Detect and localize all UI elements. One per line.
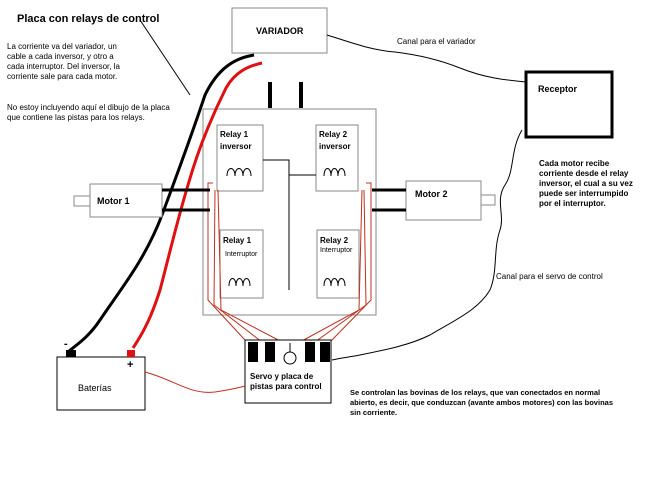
svg-text:sin corriente.: sin corriente. [350,408,397,417]
svg-text:inversor, el cual a su vez: inversor, el cual a su vez [539,179,633,188]
svg-text:Se controlan las bovinas de lo: Se controlan las bovinas de los relays, … [350,388,600,397]
servo-channel-wire [331,129,523,361]
svg-text:puede ser interrumpido: puede ser interrumpido [539,189,628,198]
relay1-inversor-label: Relay 1 inversor [220,130,252,151]
internal-red-wiring [207,182,372,343]
svg-text:Relay 2: Relay 2 [320,236,349,245]
relay1-interruptor-label: Relay 1 Interruptor [223,236,258,258]
relay2-inversor [315,124,359,192]
battery-red-wire [131,61,263,349]
svg-text:Relay 2: Relay 2 [319,130,348,139]
servo-power-wire [144,371,246,393]
note-board: No estoy incluyendo aquí el dibujo de la… [7,103,170,122]
variador-label: VARIADOR [256,26,304,36]
internal-black-wiring [263,159,316,290]
note-motors: Cada motor recibe corriente desde el rel… [539,159,633,208]
servo-board [244,339,332,404]
svg-text:No estoy incluyendo aquí el di: No estoy incluyendo aquí el dibujo de la… [7,103,170,112]
relay2-interruptor-label: Relay 2 Interruptor [320,236,353,254]
svg-text:abierto, es decir, que conduzc: abierto, es decir, que conduzcan (avante… [350,398,613,407]
svg-text:que contiene las pistas para l: que contiene las pistas para los relays. [7,113,145,122]
svg-text:La corriente va del variador,: La corriente va del variador, un [7,42,117,51]
servo-terminal [248,342,258,362]
svg-text:Servo y placa de: Servo y placa de [250,372,314,381]
svg-text:por el interruptor.: por el interruptor. [539,199,606,208]
svg-text:corriente sale para cada motor: corriente sale para cada motor. [7,72,117,81]
relay1-interruptor [219,229,264,299]
relay2-inversor-label: Relay 2 inversor [319,130,351,151]
variador-channel-label: Canal para el variador [397,37,476,46]
svg-text:cada interruptor. Del inversor: cada interruptor. Del inversor, la [7,62,120,71]
battery-plus-label: + [127,359,133,371]
coil-icon [226,168,346,287]
svg-text:Relay 1: Relay 1 [223,236,252,245]
motor2-label: Motor 2 [415,189,448,199]
svg-text:Relay 1: Relay 1 [220,130,249,139]
svg-text:cable a cada inversor, y otro: cable a cada inversor, y otro a [7,52,114,61]
relay-board [202,108,377,316]
relay1-inversor [216,124,264,192]
svg-text:pistas para control: pistas para control [250,382,322,391]
servo-channel-label: Canal para el servo de control [496,272,603,281]
svg-text:Interruptor: Interruptor [320,247,353,254]
servo-terminal [265,342,275,362]
battery-negative-terminal [66,350,76,357]
diagram-title: Placa con relays de control [17,13,159,25]
receptor-label: Receptor [538,84,578,94]
motor1-shaft [73,195,91,207]
note-coils: Se controlan las bovinas de los relays, … [350,388,613,417]
variador-box [231,7,328,54]
relay2-interruptor [316,229,360,299]
servo-label: Servo y placa de pistas para control [250,372,322,391]
svg-text:inversor: inversor [220,142,252,151]
svg-text:Cada motor recibe: Cada motor recibe [539,159,610,168]
servo-terminal [320,342,330,362]
svg-text:inversor: inversor [319,142,351,151]
motor2-body [405,180,482,221]
motor1-body [89,183,163,218]
battery-minus-label: - [64,338,68,350]
servo-shaft-icon [283,351,297,365]
receptor-box [524,70,614,139]
battery-positive-terminal [127,350,135,357]
svg-text:Interruptor: Interruptor [225,251,258,258]
variador-channel-wire [326,34,527,83]
battery-box [56,356,146,411]
battery-label: Baterías [78,383,112,393]
motor1-label: Motor 1 [97,196,130,206]
svg-text:corriente desde el relay: corriente desde el relay [539,169,629,178]
servo-terminal [305,342,315,362]
note-current: La corriente va del variador, un cable a… [7,42,120,81]
title-pointer [139,19,191,96]
motor2-shaft [480,194,496,206]
